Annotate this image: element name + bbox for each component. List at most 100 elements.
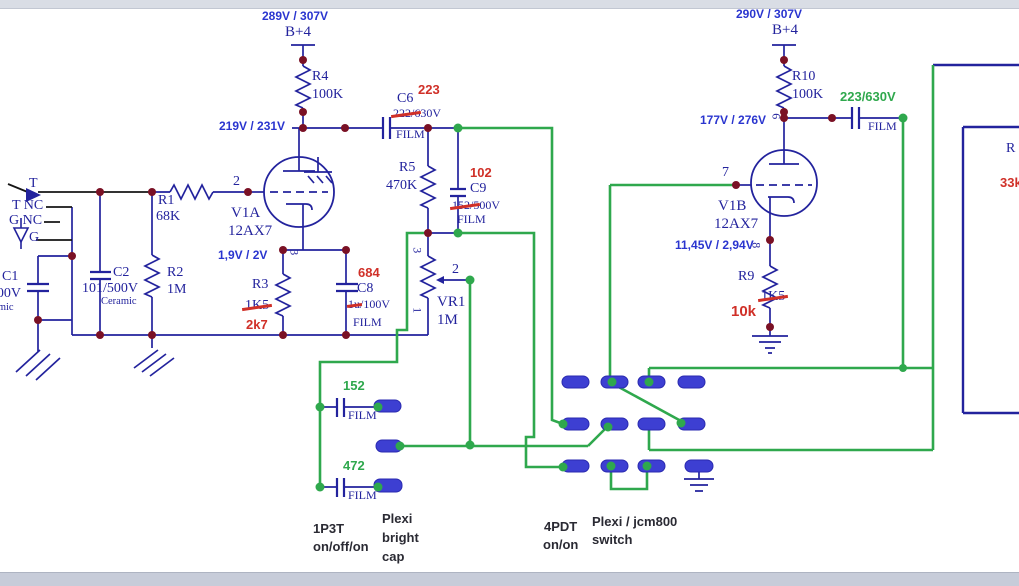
window-edge-bottom [0,572,1019,586]
c9-ref: C9 [470,181,487,196]
c2-value: 101/500V [82,281,138,296]
junction-dots [34,56,836,339]
c6-type: FILM [396,127,425,141]
vr1-ref: VR1 [437,294,466,310]
switch-1p3t-desc-3: cap [382,549,405,564]
c1-material: Ceramic [0,302,14,313]
coupling-cap-right-type: FILM [868,119,897,133]
ground-rail [133,335,175,377]
ground-r9 [752,327,788,354]
potentiometer-vr1 [418,255,437,299]
resistor-r1 [169,183,214,201]
c8-ref: C8 [357,281,374,296]
v1b-type: 12AX7 [714,216,759,232]
resistor-r4 [293,65,312,109]
v1a-bplus-volts: 289V / 307V [262,9,329,23]
resistor-r3 [273,273,292,317]
capacitor-c2 [90,270,111,281]
r10-value: 100K [792,87,824,102]
resistor-r10 [774,65,793,109]
r10-ref: R10 [792,69,816,84]
switch-1p3t-name: 1P3T [313,521,345,536]
jack-tip-contact [26,188,41,202]
c2-material: Ceramic [101,296,137,307]
capacitor-c8 [336,282,358,293]
bright-cap-1-value: 152 [343,378,365,393]
bright-cap-1-type: FILM [348,408,377,422]
c9-type: FILM [457,212,486,226]
mod-node-dots [315,113,908,492]
jack-tip-nc-label: T NC [12,198,44,213]
bright-cap-2-value: 472 [343,458,365,473]
ground-4pdt [684,472,714,492]
r2-value: 1M [167,282,187,297]
switch-lugs [373,375,714,493]
bplus-left-label: B+4 [285,24,311,40]
bright-cap-2-type: FILM [348,488,377,502]
mod-wires-green [318,65,935,491]
next-stage-ref: R [1006,141,1016,156]
jack-tip-label: T [29,176,38,191]
ground-v1a-top [304,157,333,184]
v1a-cathode-volts: 1,9V / 2V [218,248,268,262]
r4-ref: R4 [312,69,329,84]
capacitor-472 [335,478,346,497]
lug-4pdt-r1c1 [561,375,590,389]
switch-4pdt-desc-1: Plexi / jcm800 [592,514,678,529]
v1b-cathode-pin: 8 [749,242,764,249]
c8-new-value: 684 [358,265,380,280]
v1b-bplus-volts: 290V / 307V [736,7,803,21]
c6-ref: C6 [397,91,414,106]
jack-ground-nc-label: G NC [9,213,43,228]
v1a-name: V1A [231,205,261,221]
c2-ref: C2 [113,265,130,280]
switch-1p3t-desc-2: bright [382,530,419,545]
r2-ref: R2 [167,265,184,280]
vr1-wiper-arrow [436,276,444,284]
r1-ref: R1 [158,193,175,208]
r9-ref: R9 [738,269,755,284]
r5-ref: R5 [399,160,416,175]
c9-old-value: 152/500V [452,198,500,212]
r3-old-value: 1K5 [245,298,270,313]
capacitor-152 [335,398,346,417]
switch-1p3t-desc-1: Plexi [382,511,413,526]
switch-4pdt-mode: on/on [543,537,579,552]
v1b-plate-volts: 177V / 276V [700,113,767,127]
resistor-r2 [142,254,161,298]
switch-1p3t-mode: on/off/on [313,539,369,554]
c8-old-value: 1u/100V [348,297,390,311]
coupling-cap-right-value: 223/630V [840,89,896,104]
ground-c1 [15,320,61,381]
v1b-cathode-volts: 11,45V / 2,94V [675,238,754,252]
c1-ref: C1 [2,269,19,284]
resistor-r5 [418,165,437,209]
lug-4pdt-r1c4 [677,375,706,389]
r9-old-value: 1K5 [761,289,786,304]
capacitor-c6 [381,117,392,139]
v1a-grid-pin: 2 [233,174,240,189]
capacitor-coupling-right [850,107,861,129]
v1b-plate-pin: 6 [769,113,784,120]
c6-new-value: 223 [418,82,440,97]
r3-ref: R3 [252,277,269,292]
vr1-pin-bottom: 1 [410,307,425,314]
vr1-pin-top: 3 [410,247,425,254]
c8-type: FILM [353,315,382,329]
bplus-right-label: B+4 [772,22,798,38]
switch-4pdt-name: 4PDT [544,519,578,534]
c9-new-value: 102 [470,165,492,180]
lug-4pdt-r2c3 [637,417,666,431]
v1a-plate-volts: 219V / 231V [219,119,286,133]
vr1-value: 1M [437,312,458,328]
r1-value: 68K [156,209,181,224]
c1-value: /500V [0,286,21,301]
signal-wires [15,44,1019,497]
jack-sleeve-contact [12,227,30,244]
r5-value: 470K [386,178,418,193]
v1a-cathode-pin: 3 [287,249,302,256]
next-stage-new-value: 33k [1000,175,1019,190]
v1b-grid-pin: 7 [722,165,729,180]
